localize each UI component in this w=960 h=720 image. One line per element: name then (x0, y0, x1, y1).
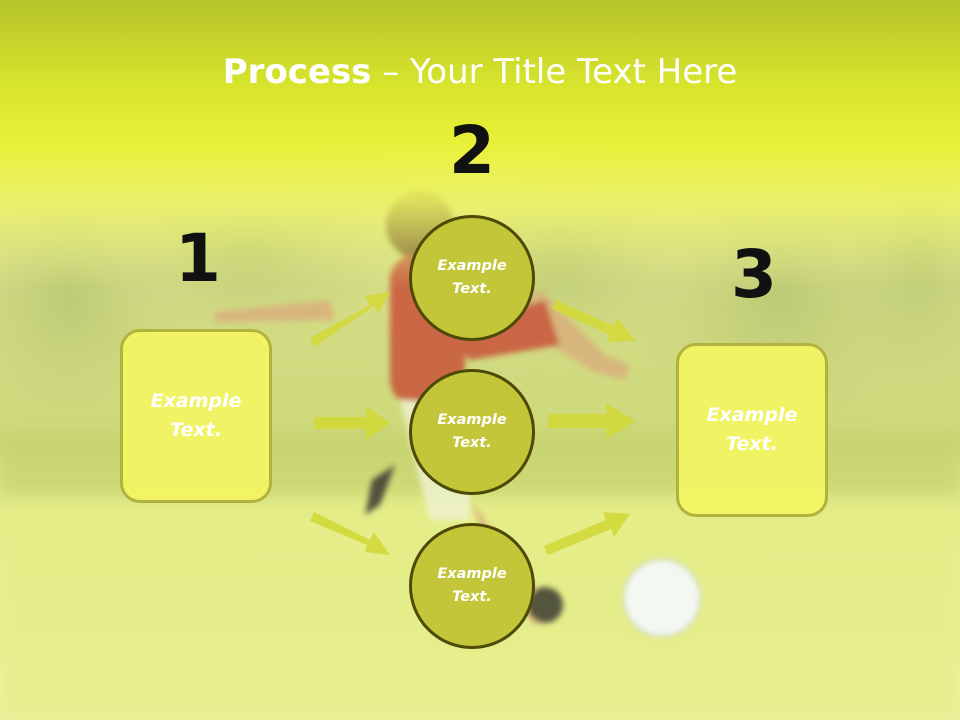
step-box-3-text: Example Text. (706, 404, 798, 455)
circle-top-text: Example Text. (437, 258, 507, 297)
arrow-box1-to-circle-top (310, 292, 390, 347)
circle-middle-text: Example Text. (437, 412, 507, 451)
circle-top[interactable]: Example Text. (409, 215, 535, 341)
slide-title: Process – Your Title Text Here (0, 52, 960, 92)
step-box-1-text: Example Text. (150, 390, 242, 441)
arrow-box1-to-circle-bottom (310, 512, 390, 555)
arrow-circle-top-to-box3 (552, 300, 636, 342)
arrow-box1-to-circle-middle (314, 406, 390, 440)
step-number-3: 3 (731, 236, 777, 313)
circle-bottom-text: Example Text. (437, 566, 507, 605)
circle-middle[interactable]: Example Text. (409, 369, 535, 495)
step-box-1[interactable]: Example Text. (120, 329, 272, 503)
step-box-3[interactable]: Example Text. (676, 343, 828, 517)
arrow-circle-middle-to-box3 (548, 403, 636, 439)
arrow-circle-bottom-to-box3 (544, 512, 630, 555)
circle-bottom[interactable]: Example Text. (409, 523, 535, 649)
slide-title-bold: Process (222, 52, 372, 92)
step-number-1: 1 (175, 220, 221, 297)
step-number-2: 2 (449, 112, 495, 189)
slide-title-rest: – Your Title Text Here (371, 52, 738, 92)
